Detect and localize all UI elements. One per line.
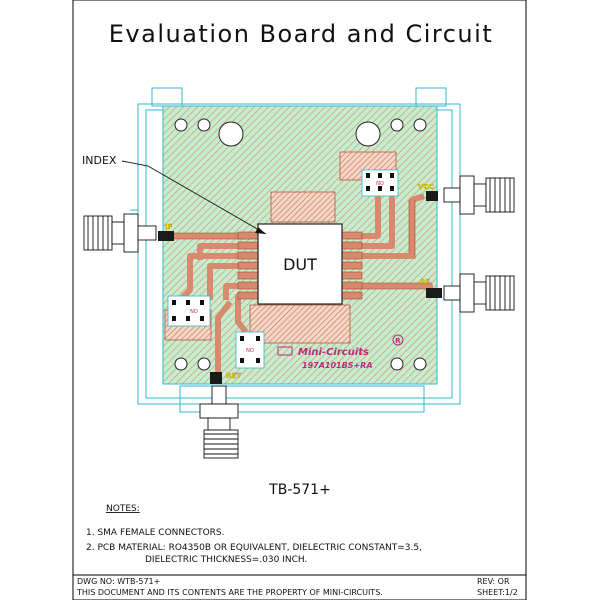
property-notice: THIS DOCUMENT AND ITS CONTENTS ARE THE P…: [76, 588, 383, 597]
sheet-border: [72, 0, 527, 600]
index-callout: INDEX: [82, 154, 267, 235]
page-title: Evaluation Board and Circuit: [109, 20, 493, 48]
component-c1-label: NO: [376, 181, 384, 187]
brand-text: Mini-Circuits: [298, 347, 369, 358]
title-block: DWG NO: WTB-571+ REV: OR THIS DOCUMENT A…: [73, 574, 526, 597]
notes-heading: NOTES:: [106, 504, 140, 514]
mounting-holes: [174, 118, 427, 371]
sheet-number: SHEET:1/2: [477, 588, 518, 597]
pin-label-if: IF: [165, 223, 173, 231]
dwg-number: DWG NO: WTB-571+: [77, 577, 160, 586]
part-code: 197A101BS+RA: [302, 361, 373, 370]
note-item-1: 1. SMA FEMALE CONNECTORS.: [86, 528, 225, 538]
pin-label-vcc: VCC: [418, 183, 434, 191]
dut-package: DUT: [237, 223, 363, 305]
pin-label-rf: RF: [420, 278, 430, 286]
component-c2-label: NO: [190, 309, 198, 315]
sma-connector-rf: [443, 273, 515, 313]
sma-connector-if: [83, 213, 157, 253]
model-label: TB-571+: [268, 482, 331, 498]
dut-body: [257, 223, 343, 305]
registered-mark: R: [395, 337, 401, 345]
index-label: INDEX: [82, 154, 117, 167]
sma-connector-ret: [199, 385, 239, 459]
mini-circuits-logo: Mini-Circuits R 197A101BS+RA: [277, 334, 404, 370]
sma-connector-vcc: [443, 175, 515, 215]
component-c3: NO: [235, 331, 265, 369]
component-c3-label: NO: [246, 348, 254, 354]
revision: REV: OR: [477, 577, 510, 586]
dut-label: DUT: [283, 255, 317, 274]
pin-pads: [158, 191, 442, 384]
component-c1: NO: [361, 169, 399, 197]
note-item-2-cont: DIELECTRIC THICKNESS=.030 INCH.: [145, 555, 307, 565]
component-c2: NO: [167, 295, 211, 327]
notes: NOTES: 1. SMA FEMALE CONNECTORS. 2. PCB …: [86, 504, 422, 565]
pin-label-ret: RET: [226, 372, 241, 380]
note-item-2: 2. PCB MATERIAL: RO4350B OR EQUIVALENT, …: [86, 543, 422, 553]
pin-labels: IF RF VCC RET: [165, 183, 434, 380]
